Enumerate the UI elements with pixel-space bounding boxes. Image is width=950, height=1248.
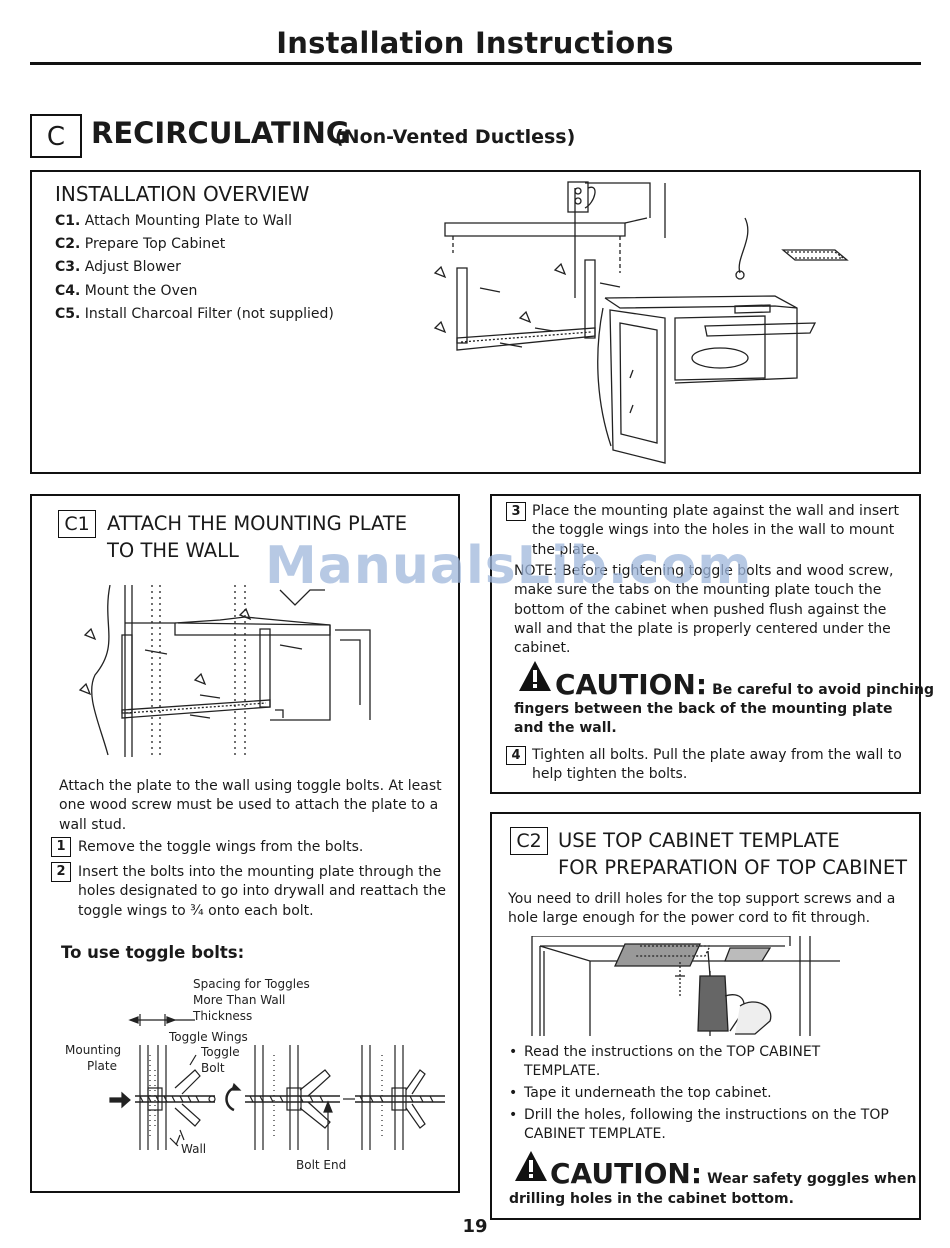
- overview-list: C1. Attach Mounting Plate to Wall C2. Pr…: [55, 210, 334, 326]
- page-number: 19: [462, 1216, 488, 1237]
- label-toggle-bolt: Toggle Bolt: [201, 1044, 240, 1076]
- bullet-item: Drill the holes, following the instructi…: [509, 1106, 901, 1144]
- c1-intro: Attach the plate to the wall using toggl…: [59, 778, 442, 833]
- c2-bullets: Read the instructions on the TOP CABINET…: [509, 1043, 901, 1147]
- label-toggle-bolt-line2: Bolt: [201, 1061, 225, 1075]
- c2-caution-line-1: CAUTION: Wear safety goggles when: [550, 1157, 916, 1190]
- c1-title-line2: TO THE WALL: [107, 539, 239, 562]
- warning-triangle-icon: [515, 1151, 547, 1181]
- c2-illustration: [531, 936, 840, 1036]
- c2-caution-text-a: Wear safety goggles when: [707, 1171, 917, 1187]
- step-4-text: Tighten all bolts. Pull the plate away f…: [532, 747, 902, 783]
- toggle-bolt-diagram: [109, 1014, 445, 1150]
- c1-tag: C1: [58, 510, 96, 538]
- label-toggle-wings: Toggle Wings: [169, 1030, 248, 1044]
- overview-box: [30, 170, 921, 474]
- caution-word: CAUTION:: [555, 668, 708, 701]
- toggle-heading: To use toggle bolts:: [61, 943, 245, 962]
- header-rule: [30, 62, 921, 65]
- watermark: ManualsLib.com: [265, 536, 753, 596]
- caution-word: CAUTION:: [550, 1157, 703, 1190]
- page-header-title: Installation Instructions: [276, 26, 674, 60]
- bullet-item: Read the instructions on the TOP CABINET…: [509, 1043, 901, 1081]
- caution-text-b: fingers between the back of the mounting…: [514, 701, 893, 736]
- label-wall: Wall: [181, 1142, 207, 1156]
- step-number-4: 4: [506, 746, 526, 765]
- overview-item: C4. Mount the Oven: [55, 282, 198, 299]
- label-spacing-line1: Spacing for Toggles: [193, 977, 310, 991]
- label-spacing: Spacing for Toggles More Than Wall Thick…: [193, 976, 310, 1024]
- c1-step-1-text: Remove the toggle wings from the bolts.: [78, 839, 364, 855]
- c1-title-line1: ATTACH THE MOUNTING PLATE: [107, 512, 408, 535]
- label-spacing-line3: Thickness: [193, 1009, 253, 1023]
- caution-text-a: Be careful to avoid pinching: [712, 682, 934, 698]
- label-bolt-end: Bolt End: [296, 1158, 347, 1172]
- overview-item: C2. Prepare Top Cabinet: [55, 236, 226, 253]
- step-number-1: 1: [51, 837, 71, 857]
- c1-box: [30, 494, 460, 1193]
- note-text: NOTE: Before tightening toggle bolts and…: [514, 563, 894, 657]
- c2-tag: C2: [510, 827, 548, 855]
- bullet-item: Tape it underneath the top cabinet.: [509, 1084, 901, 1103]
- label-mounting-plate: Mounting Plate: [65, 1042, 122, 1074]
- step-3-text: Place the mounting plate against the wal…: [532, 503, 899, 558]
- c1-title: ATTACH THE MOUNTING PLATE TO THE WALL: [107, 510, 407, 564]
- overview-title: INSTALLATION OVERVIEW: [55, 182, 310, 206]
- section-letter: C: [30, 114, 82, 158]
- c1-illustration: [78, 585, 371, 757]
- label-mounting-line2: Plate: [86, 1059, 117, 1073]
- c2-title: USE TOP CABINET TEMPLATE FOR PREPARATION…: [558, 827, 907, 881]
- step-number-2: 2: [51, 862, 71, 882]
- overview-item: C5. Install Charcoal Filter (not supplie…: [55, 305, 334, 322]
- overview-item: C1. Attach Mounting Plate to Wall: [55, 213, 292, 229]
- step-number-3: 3: [506, 502, 526, 521]
- c2-intro: You need to drill holes for the top supp…: [508, 891, 896, 927]
- label-toggle-bolt-line1: Toggle: [201, 1045, 240, 1059]
- warning-triangle-icon: [519, 661, 551, 691]
- label-mounting-line1: Mounting: [65, 1043, 122, 1057]
- section-title: RECIRCULATING: [91, 116, 350, 150]
- overview-item: C3. Adjust Blower: [55, 259, 181, 276]
- label-spacing-line2: More Than Wall: [193, 993, 286, 1007]
- c2-box: [490, 812, 921, 1220]
- caution-line-1: CAUTION: Be careful to avoid pinching: [555, 668, 934, 701]
- overview-illustration: [433, 181, 849, 464]
- right-top-box: [490, 494, 921, 794]
- c2-title-line1: USE TOP CABINET TEMPLATE: [558, 829, 840, 852]
- c2-title-line2: FOR PREPARATION OF TOP CABINET: [558, 856, 908, 879]
- c2-caution-text-b: drilling holes in the cabinet bottom.: [509, 1191, 794, 1207]
- c1-step-2-text: Insert the bolts into the mounting plate…: [78, 864, 446, 919]
- section-subtitle: (Non-Vented Ductless): [335, 126, 576, 148]
